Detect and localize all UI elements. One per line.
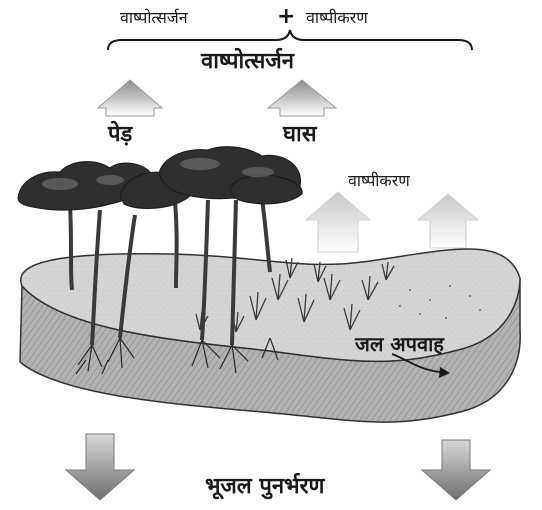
label-grass: घास [283,124,317,146]
evaporation-arrow-left [306,192,370,252]
label-evaporation: वाष्पीकरण [348,173,410,189]
recharge-arrow-right [422,440,490,500]
label-plus: + [277,6,295,28]
evaporation-arrow-right [418,194,478,248]
brace [108,30,472,50]
label-runoff: जल अपवाह [355,334,444,354]
label-groundwater-recharge: भूजल पुनर्भरण [205,476,324,498]
grass-up-arrow [268,80,336,116]
trees-up-arrow [98,80,162,116]
recharge-arrow-left [66,434,134,500]
label-transpiration-top: वाष्पोत्सर्जन [120,10,188,26]
label-evapotranspiration: वाष्पोत्सर्जन [201,51,294,73]
label-evaporation-top: वाष्पीकरण [306,10,368,26]
label-trees: पेड़ [108,124,132,146]
